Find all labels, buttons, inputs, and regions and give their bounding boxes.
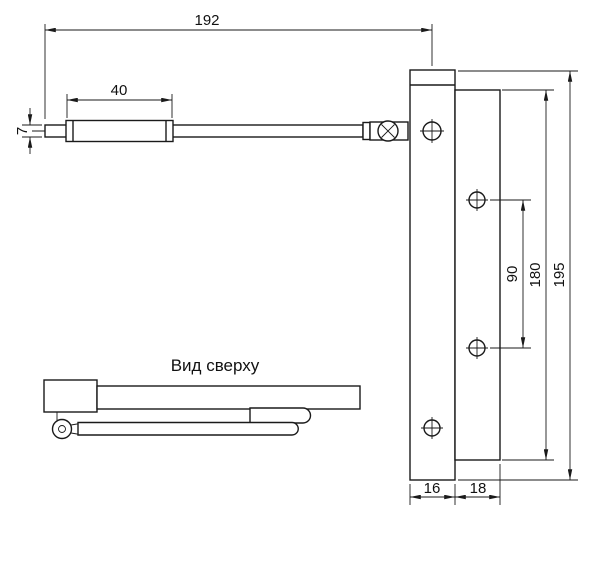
dim-label-195: 195 — [551, 262, 568, 287]
plate-hole-lower — [466, 337, 488, 359]
dim-90: 90 — [490, 199, 531, 349]
dim-label-90: 90 — [504, 266, 521, 283]
arm-screw — [377, 120, 399, 142]
arm-sleeve — [65, 119, 174, 143]
top-view-label: Вид сверху — [171, 356, 260, 375]
top-view-bracket — [43, 379, 98, 413]
dim-7: 7 — [14, 108, 42, 154]
dim-label-40: 40 — [111, 82, 128, 99]
sleeve-body — [65, 119, 174, 143]
top-view-plate — [96, 385, 361, 410]
fitting-ring — [362, 121, 371, 141]
dim-192: 192 — [44, 12, 433, 119]
dim-label-180: 180 — [527, 262, 544, 287]
dim-label-18: 18 — [470, 480, 487, 497]
top-view: Вид сверху — [43, 356, 361, 440]
front-view — [32, 69, 501, 481]
dim-16-18: 16 18 — [409, 464, 501, 505]
pivot-screw — [420, 119, 444, 143]
dim-label-16: 16 — [424, 480, 441, 497]
dim-195: 195 — [458, 70, 578, 481]
hinge-knuckle-outer — [51, 418, 73, 440]
mounting-plate — [454, 89, 501, 461]
bar-lower-hole — [421, 417, 443, 439]
top-view-arm — [77, 421, 299, 436]
top-view-hinge — [51, 412, 81, 440]
hinge-knuckle-inner — [58, 425, 66, 433]
dim-40: 40 — [66, 82, 173, 118]
dim-label-192: 192 — [194, 12, 219, 29]
top-view-slider — [249, 407, 312, 424]
dim-label-7: 7 — [14, 127, 31, 135]
plate-hole-upper — [466, 189, 488, 211]
arm-screw-slot-2 — [381, 124, 395, 138]
dim-180: 180 — [502, 89, 554, 461]
